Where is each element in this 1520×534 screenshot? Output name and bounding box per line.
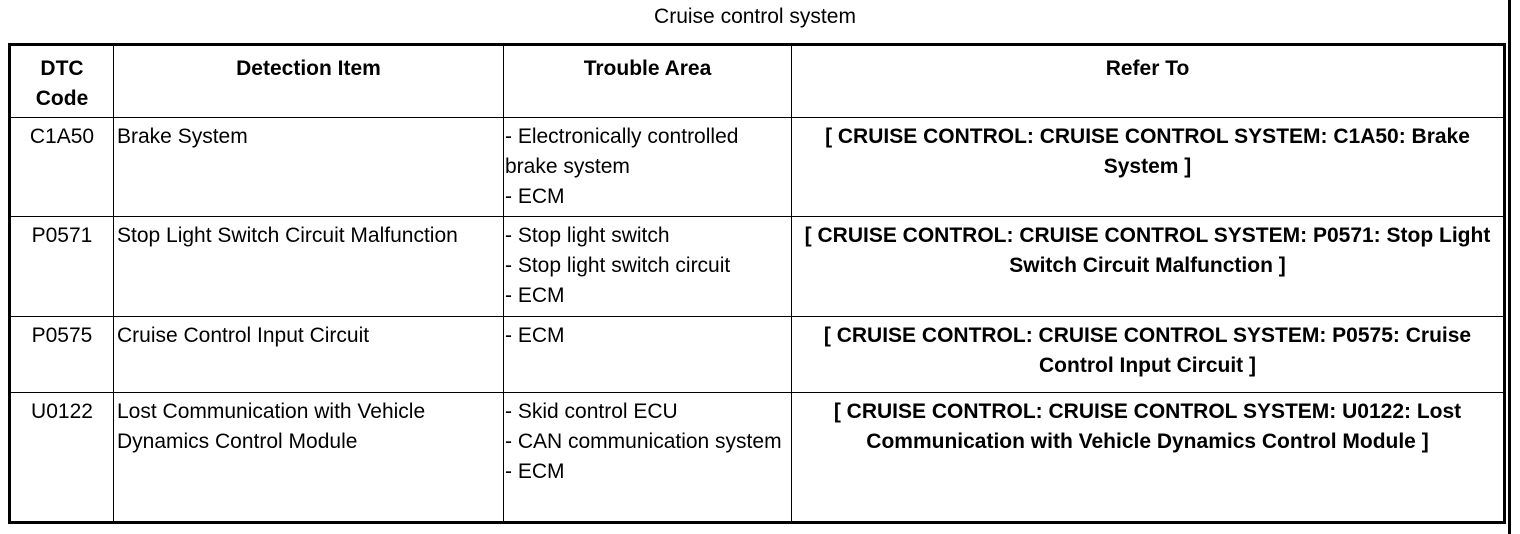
trouble-area-line: - Electronically controlled brake system — [505, 125, 739, 178]
table-caption: Cruise control system — [654, 5, 856, 28]
dtc-table: DTC Code Detection Item Trouble Area Ref… — [8, 43, 1506, 524]
dtc-code-cell: U0122 — [9, 392, 114, 523]
header-detection-item: Detection Item — [113, 44, 504, 118]
trouble-area-line: - Stop light switch circuit — [505, 254, 731, 277]
detection-item-cell: Lost Communication with Vehicle Dynamics… — [113, 392, 504, 523]
trouble-area-cell: - ECM — [503, 316, 792, 393]
detection-item-cell: Stop Light Switch Circuit Malfunction — [113, 216, 504, 317]
dtc-code-cell: C1A50 — [9, 117, 114, 217]
refer-to-link[interactable]: [ CRUISE CONTROL: CRUISE CONTROL SYSTEM:… — [791, 117, 1505, 217]
header-dtc-code: DTC Code — [9, 44, 114, 118]
table-row: P0571 Stop Light Switch Circuit Malfunct… — [9, 216, 1505, 317]
dtc-code-cell: P0575 — [9, 316, 114, 393]
table-row: C1A50 Brake System - Electronically cont… — [9, 117, 1505, 217]
trouble-area-line: - ECM — [505, 460, 565, 483]
trouble-area-cell: - Skid control ECU - CAN communication s… — [503, 392, 792, 523]
table-header-row: DTC Code Detection Item Trouble Area Ref… — [9, 44, 1505, 118]
trouble-area-cell: - Electronically controlled brake system… — [503, 117, 792, 217]
trouble-area-line: - ECM — [505, 324, 565, 347]
detection-item-cell: Brake System — [113, 117, 504, 217]
refer-to-link[interactable]: [ CRUISE CONTROL: CRUISE CONTROL SYSTEM:… — [791, 316, 1505, 393]
page-edge-rule — [1508, 0, 1511, 534]
table-row: P0575 Cruise Control Input Circuit - ECM… — [9, 316, 1505, 393]
trouble-area-line: - Stop light switch — [505, 224, 670, 247]
header-trouble-area: Trouble Area — [503, 44, 792, 118]
trouble-area-line: - CAN communication system — [505, 430, 782, 453]
detection-item-cell: Cruise Control Input Circuit — [113, 316, 504, 393]
dtc-code-cell: P0571 — [9, 216, 114, 317]
table-row: U0122 Lost Communication with Vehicle Dy… — [9, 392, 1505, 523]
trouble-area-line: - ECM — [505, 185, 565, 208]
trouble-area-line: - Skid control ECU — [505, 400, 678, 423]
refer-to-link[interactable]: [ CRUISE CONTROL: CRUISE CONTROL SYSTEM:… — [791, 216, 1505, 317]
trouble-area-line: - ECM — [505, 284, 565, 307]
refer-to-link[interactable]: [ CRUISE CONTROL: CRUISE CONTROL SYSTEM:… — [791, 392, 1505, 523]
header-refer-to: Refer To — [791, 44, 1505, 118]
trouble-area-cell: - Stop light switch - Stop light switch … — [503, 216, 792, 317]
